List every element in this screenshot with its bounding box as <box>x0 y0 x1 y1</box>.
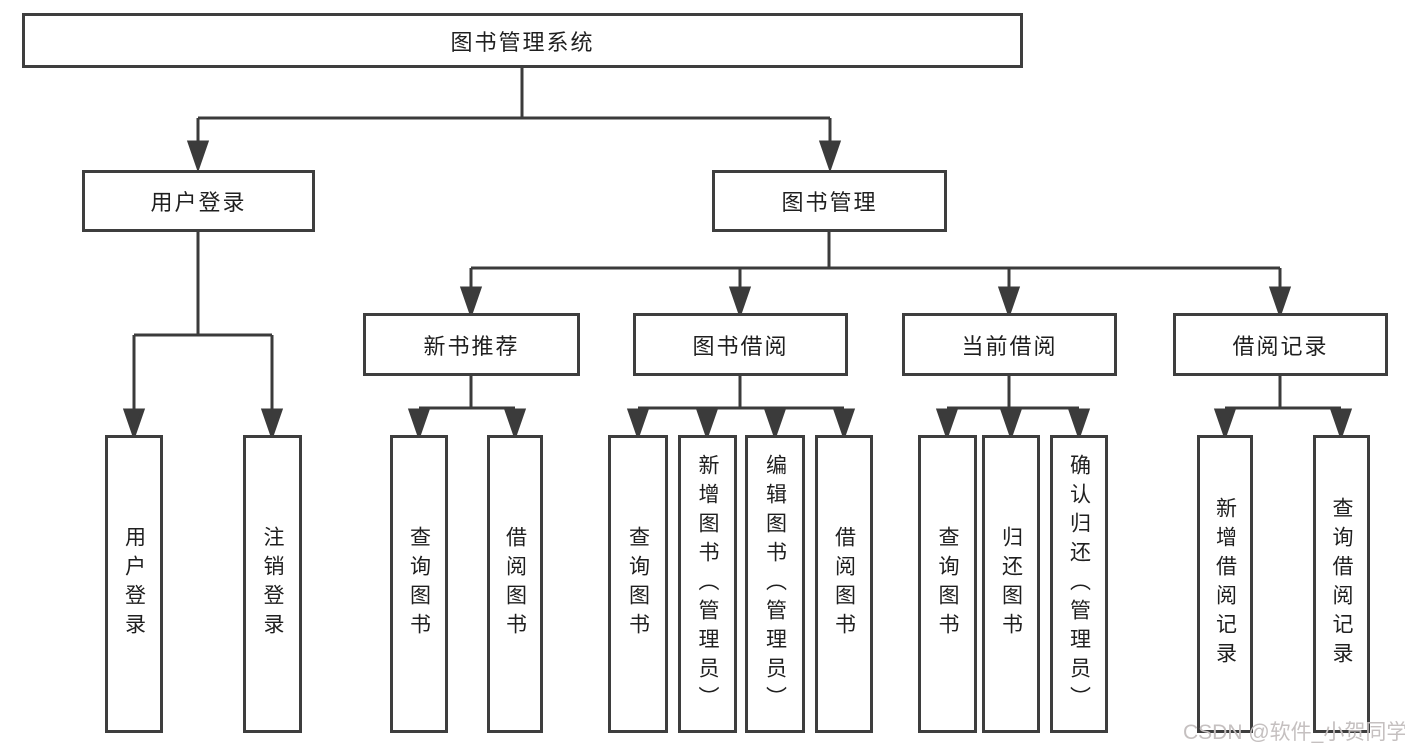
arrowhead <box>997 286 1021 319</box>
edge-root-to-level2 <box>186 68 842 173</box>
node-label: 图书借阅 <box>692 333 789 359</box>
arrowhead <box>763 408 787 441</box>
leaf-label: 查询借阅记录 <box>1330 497 1353 671</box>
leaf-query-books-recommend: 查询图书 <box>390 435 448 733</box>
arrowhead <box>1268 286 1292 319</box>
arrowhead <box>695 408 719 441</box>
leaf-return-books: 归还图书 <box>982 435 1040 733</box>
node-label: 图书管理系统 <box>450 29 595 55</box>
edge-user-login-to-leaves <box>122 232 284 441</box>
arrowhead <box>122 408 146 441</box>
node-label: 当前借阅 <box>961 333 1058 359</box>
leaf-label: 注销登录 <box>261 526 284 642</box>
arrowhead <box>186 140 210 173</box>
leaf-label: 归还图书 <box>999 526 1023 642</box>
node-new-book-recommend: 新书推荐 <box>363 313 580 376</box>
arrowhead <box>407 408 431 441</box>
leaf-label: 确认归还（管理员） <box>1067 453 1091 715</box>
leaf-borrow-books-recommend: 借阅图书 <box>487 435 543 733</box>
leaf-user-login: 用户登录 <box>105 435 163 733</box>
arrowhead <box>1213 408 1237 441</box>
leaf-label: 编辑图书（管理员） <box>763 453 787 715</box>
node-label: 用户登录 <box>150 190 247 215</box>
node-label: 图书管理 <box>781 190 878 215</box>
arrowhead <box>832 408 856 441</box>
arrowhead <box>818 140 842 173</box>
node-root-system: 图书管理系统 <box>22 13 1023 68</box>
node-borrowing-records: 借阅记录 <box>1173 313 1388 376</box>
edge-current-to-leaves <box>935 376 1091 441</box>
arrowhead <box>260 408 284 441</box>
node-book-borrowing: 图书借阅 <box>633 313 848 376</box>
leaf-add-books-admin: 新增图书（管理员） <box>678 435 737 733</box>
leaf-add-borrow-record: 新增借阅记录 <box>1197 435 1253 733</box>
leaf-label: 查询图书 <box>407 526 431 642</box>
node-label: 新书推荐 <box>423 333 520 359</box>
leaf-label: 借阅图书 <box>832 526 856 642</box>
leaf-query-books-current: 查询图书 <box>918 435 977 733</box>
node-current-borrowing: 当前借阅 <box>902 313 1117 376</box>
arrowhead <box>935 408 959 441</box>
leaf-edit-books-admin: 编辑图书（管理员） <box>745 435 805 733</box>
leaf-query-books-borrowing: 查询图书 <box>608 435 668 733</box>
leaf-label: 借阅图书 <box>503 526 527 642</box>
arrowhead <box>626 408 650 441</box>
leaf-label: 查询图书 <box>626 526 650 642</box>
leaf-label: 用户登录 <box>122 526 146 642</box>
node-label: 借阅记录 <box>1232 333 1329 359</box>
leaf-logout: 注销登录 <box>243 435 302 733</box>
arrowhead <box>1329 408 1353 441</box>
leaf-query-borrow-record: 查询借阅记录 <box>1313 435 1370 733</box>
edge-borrowing-to-leaves <box>626 376 856 441</box>
leaf-borrow-books-borrowing: 借阅图书 <box>815 435 873 733</box>
node-user-login: 用户登录 <box>82 170 315 232</box>
arrowhead <box>459 286 483 319</box>
arrowhead <box>728 286 752 319</box>
edge-newbook-to-leaves <box>407 376 527 441</box>
leaf-label: 新增图书（管理员） <box>696 453 719 715</box>
leaf-confirm-return-admin: 确认归还（管理员） <box>1050 435 1108 733</box>
edge-records-to-leaves <box>1213 376 1353 441</box>
node-book-management: 图书管理 <box>712 170 947 232</box>
arrowhead <box>1067 408 1091 441</box>
edge-book-mgmt-to-level3 <box>459 232 1292 319</box>
arrowhead <box>503 408 527 441</box>
leaf-label: 新增借阅记录 <box>1213 497 1237 671</box>
arrowhead <box>999 408 1023 441</box>
csdn-watermark: CSDN @软件_小贺同学 <box>1183 721 1405 744</box>
leaf-label: 查询图书 <box>936 526 959 642</box>
